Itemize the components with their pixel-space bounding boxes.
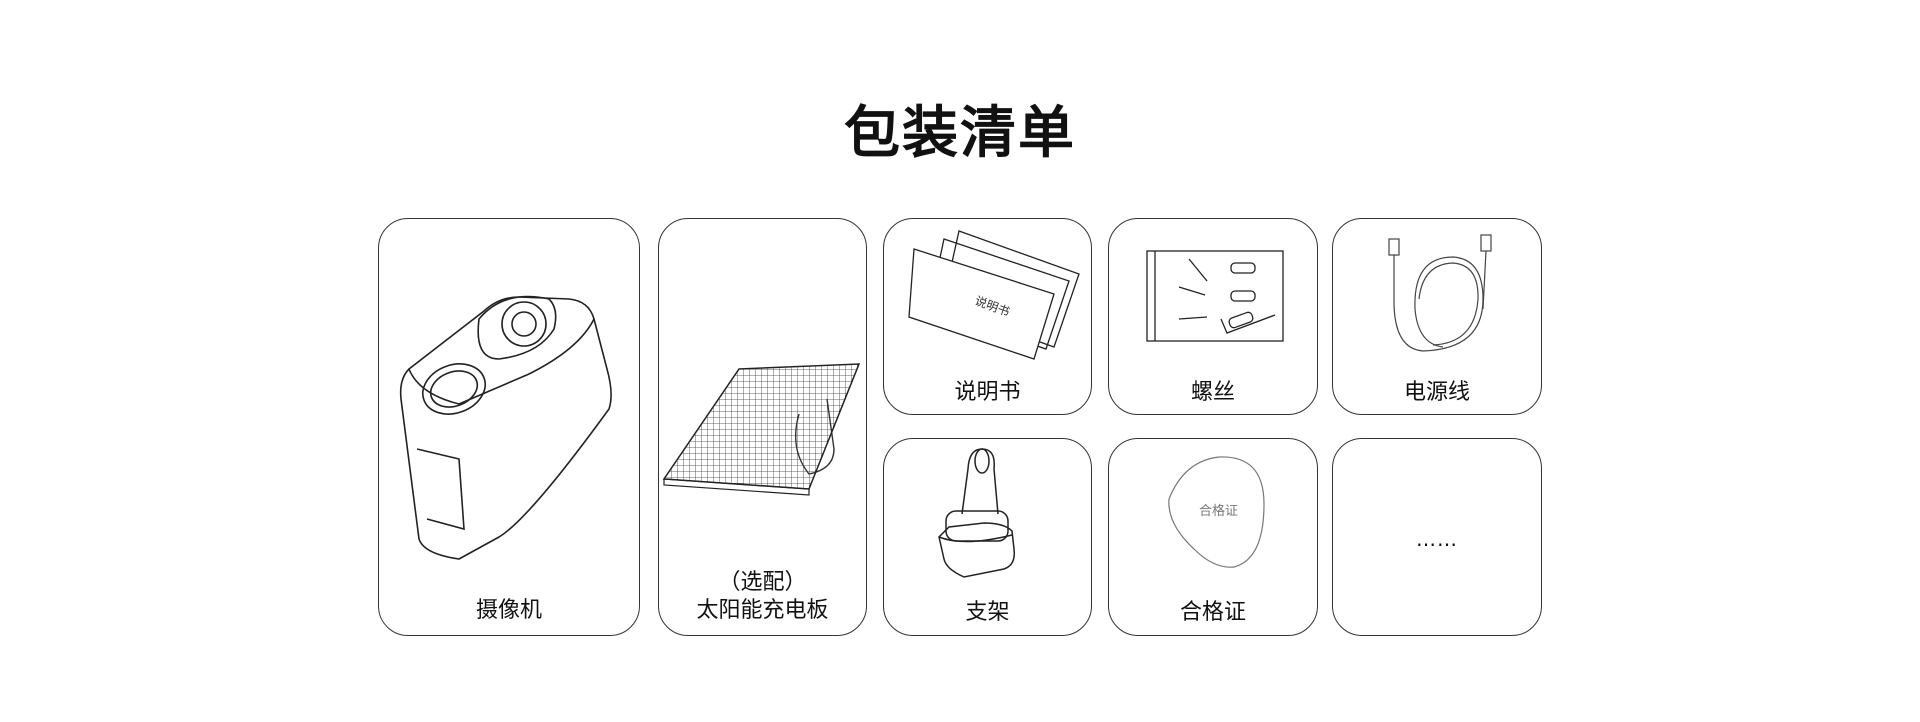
item-label: 合格证 (1179, 600, 1246, 625)
item-label: 螺丝 (1190, 380, 1235, 405)
item-label: 电源线 (1403, 380, 1470, 405)
item-card-certificate: 合格证 合格证 (1108, 438, 1318, 636)
certificate-text: 合格证 (1199, 503, 1238, 519)
item-label: 说明书 (954, 380, 1021, 405)
item-label: 支架 (965, 600, 1010, 625)
item-card-manual: 说明书 说明书 (883, 218, 1092, 415)
manual-illustration: 说明书 (908, 230, 1080, 360)
item-card-solar-panel: （选配） 太阳能充电板 (658, 218, 867, 636)
item-card-power-cable: 电源线 (1332, 218, 1542, 415)
bracket-illustration (938, 448, 1016, 578)
item-label-note: （选配） (718, 570, 807, 595)
item-label: 太阳能充电板 (696, 598, 829, 623)
item-label: 摄像机 (475, 598, 542, 623)
item-card-camera: 摄像机 (378, 218, 640, 636)
item-card-screws: 螺丝 (1108, 218, 1318, 415)
page-title: 包装清单 (844, 101, 1076, 166)
camera-illustration (399, 295, 612, 560)
item-card-more: …… (1332, 438, 1542, 636)
power-cable-illustration (1388, 234, 1492, 352)
more-ellipsis: …… (1416, 527, 1458, 551)
screws-illustration (1146, 250, 1284, 342)
item-card-bracket: 支架 (883, 438, 1092, 636)
certificate-illustration: 合格证 (1168, 456, 1265, 568)
solar-panel-illustration (662, 363, 861, 496)
